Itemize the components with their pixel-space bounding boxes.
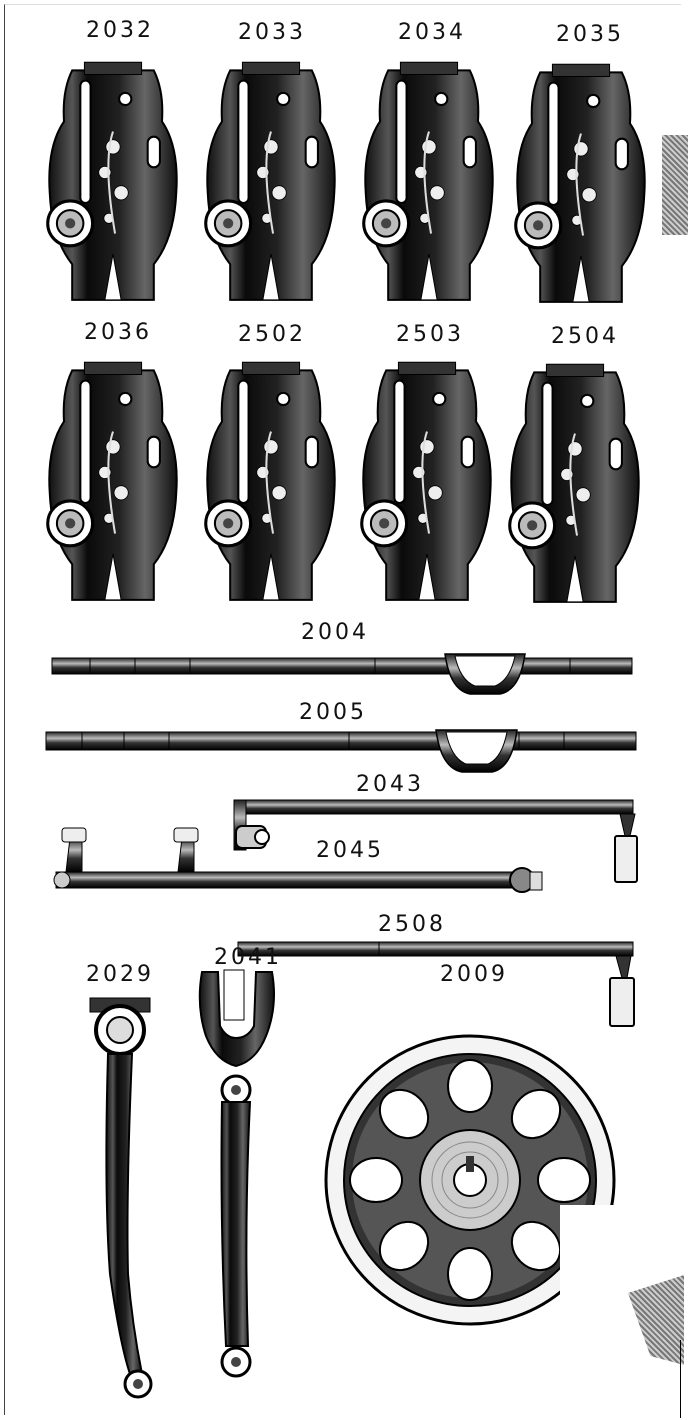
part-number-2035: 2035 — [556, 22, 624, 47]
page-edge-stain-top — [662, 135, 688, 235]
shaft-2508 — [237, 941, 635, 1027]
catalog-page — [4, 4, 681, 1415]
faceplate-2504 — [508, 362, 641, 604]
part-number-2005: 2005 — [299, 700, 367, 725]
faceplate-2035 — [514, 62, 647, 304]
part-number-2004: 2004 — [301, 620, 369, 645]
flywheel-2009 — [324, 1034, 620, 1330]
part-number-2045: 2045 — [316, 838, 384, 863]
part-number-2032: 2032 — [86, 18, 154, 43]
faceplate-2036 — [46, 360, 179, 602]
lever-2041 — [198, 969, 275, 1378]
part-number-2041: 2041 — [214, 945, 282, 970]
part-number-2034: 2034 — [398, 20, 466, 45]
part-number-2508: 2508 — [378, 912, 446, 937]
shaft-2004 — [51, 653, 633, 695]
part-number-2503: 2503 — [396, 322, 464, 347]
part-number-2504: 2504 — [551, 324, 619, 349]
part-number-2029: 2029 — [86, 962, 154, 987]
shaft-2045 — [53, 827, 543, 893]
part-number-2036: 2036 — [84, 320, 152, 345]
part-number-2033: 2033 — [238, 20, 306, 45]
faceplate-2502 — [204, 360, 337, 602]
faceplate-2034 — [362, 60, 495, 302]
faceplate-2503 — [360, 360, 493, 602]
part-number-2009: 2009 — [440, 962, 508, 987]
faceplate-2033 — [204, 60, 337, 302]
part-number-2043: 2043 — [356, 772, 424, 797]
page-edge-line — [680, 1340, 681, 1418]
shaft-2005 — [45, 729, 637, 773]
part-number-2502: 2502 — [238, 322, 306, 347]
faceplate-2032 — [46, 60, 179, 302]
shaft-2043 — [233, 799, 638, 883]
connecting-rod-2029 — [89, 997, 153, 1399]
